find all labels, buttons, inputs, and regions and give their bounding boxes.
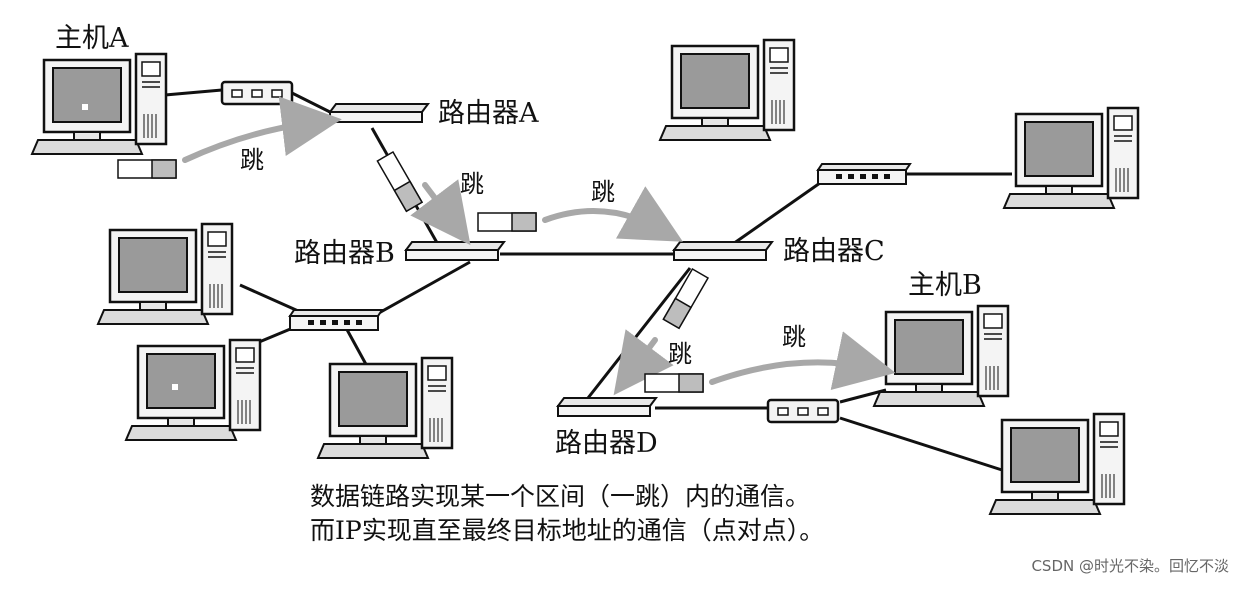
computer-right-2 [988, 412, 1126, 516]
hop-label-3: 跳 [591, 178, 615, 206]
hub-1 [220, 80, 294, 106]
router-b-label: 路由器B [294, 238, 395, 269]
host-a-computer [30, 52, 168, 156]
packet-5 [644, 373, 704, 393]
caption-line-1: 数据链路实现某一个区间（一跳）内的通信。 [310, 482, 811, 511]
hop-label-1: 跳 [240, 146, 264, 174]
router-c-label: 路由器C [783, 236, 885, 267]
hub-2 [766, 398, 840, 424]
computer-left-1 [96, 222, 234, 326]
hop-arrows [182, 96, 896, 396]
router-d [557, 397, 657, 417]
router-d-label: 路由器D [555, 428, 658, 459]
packet-2 [376, 151, 423, 212]
packet-4 [662, 268, 709, 329]
computer-left-3 [316, 356, 454, 460]
switch-left [289, 309, 383, 331]
computer-top-right [658, 38, 796, 142]
hop-label-4: 跳 [668, 340, 692, 368]
computer-right-1 [1002, 106, 1140, 210]
packet-3 [477, 212, 537, 232]
router-c [673, 241, 773, 261]
hop-label-2: 跳 [460, 170, 484, 198]
switch-right [817, 163, 911, 185]
router-a [329, 103, 429, 123]
host-a-label: 主机A [55, 23, 129, 54]
host-b-label: 主机B [908, 270, 982, 301]
packet-1 [117, 159, 177, 179]
router-b [405, 241, 505, 261]
caption-line-2: 而IP实现直至最终目标地址的通信（点对点）。 [310, 516, 825, 545]
router-a-label: 路由器A [438, 98, 539, 129]
network-links [164, 88, 1012, 472]
host-b-computer [872, 304, 1010, 408]
computer-left-2 [124, 338, 262, 442]
hop-label-5: 跳 [782, 323, 806, 351]
watermark: CSDN @时光不染。回忆不淡 [1031, 557, 1229, 575]
